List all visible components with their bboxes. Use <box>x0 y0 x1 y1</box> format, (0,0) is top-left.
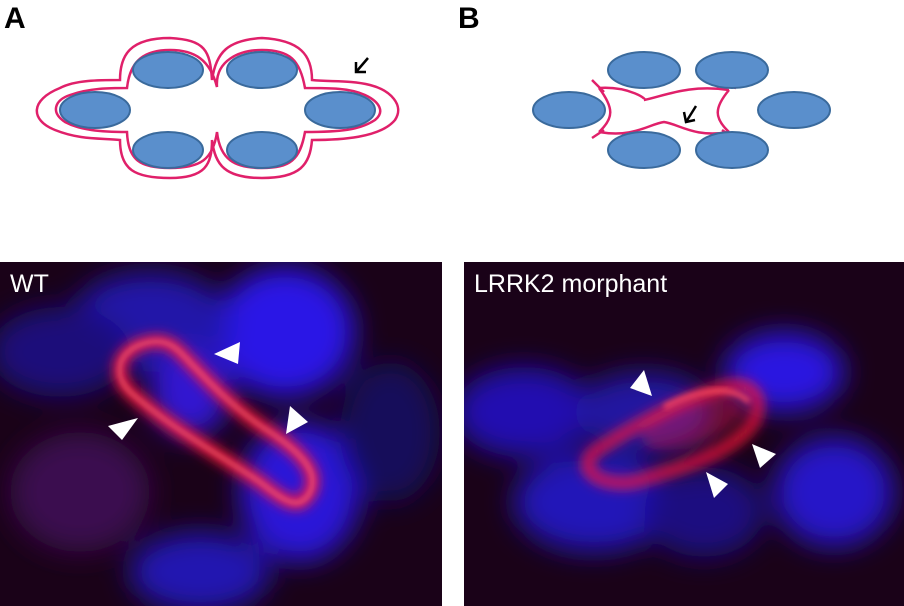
arrowhead-marker-icon <box>214 342 240 364</box>
nucleus <box>226 51 298 89</box>
nucleus <box>757 91 831 129</box>
nucleus <box>226 131 298 169</box>
schematic-b <box>532 51 831 169</box>
arrowhead-marker-icon <box>286 406 308 434</box>
nucleus <box>607 51 681 89</box>
nucleus <box>304 91 376 129</box>
arrowhead-marker-icon <box>706 472 728 498</box>
nucleus <box>132 51 204 89</box>
panel-letter-a: A <box>4 2 26 35</box>
nuclei-a <box>59 51 376 169</box>
nucleus <box>607 131 681 169</box>
nuclei-b <box>532 51 831 169</box>
arrowhead-marker-icon <box>630 370 652 396</box>
nucleus <box>695 51 769 89</box>
arrow-icon <box>354 57 369 74</box>
arrowheads-wt <box>108 342 308 440</box>
nucleus <box>695 131 769 169</box>
micrograph-wt-image <box>0 262 442 606</box>
arrowheads-lrrk2 <box>630 370 776 498</box>
micrograph-wt: WT <box>0 262 442 606</box>
membrane-outline-a <box>35 36 400 180</box>
micrograph-lrrk2-image <box>464 262 904 606</box>
schematic-a <box>35 36 400 180</box>
panel-letter-b: B <box>458 2 480 35</box>
micrograph-label-wt: WT <box>10 270 49 298</box>
nucleus <box>59 91 131 129</box>
membrane-outline-b <box>591 79 737 140</box>
micrograph-lrrk2-morphant: LRRK2 morphant <box>464 262 904 606</box>
nucleus <box>532 91 606 129</box>
arrowhead-marker-icon <box>108 418 138 440</box>
micrograph-label-lrrk2: LRRK2 morphant <box>474 270 668 298</box>
arrow-icon <box>682 105 698 124</box>
nucleus <box>132 131 204 169</box>
arrowhead-marker-icon <box>752 444 776 468</box>
